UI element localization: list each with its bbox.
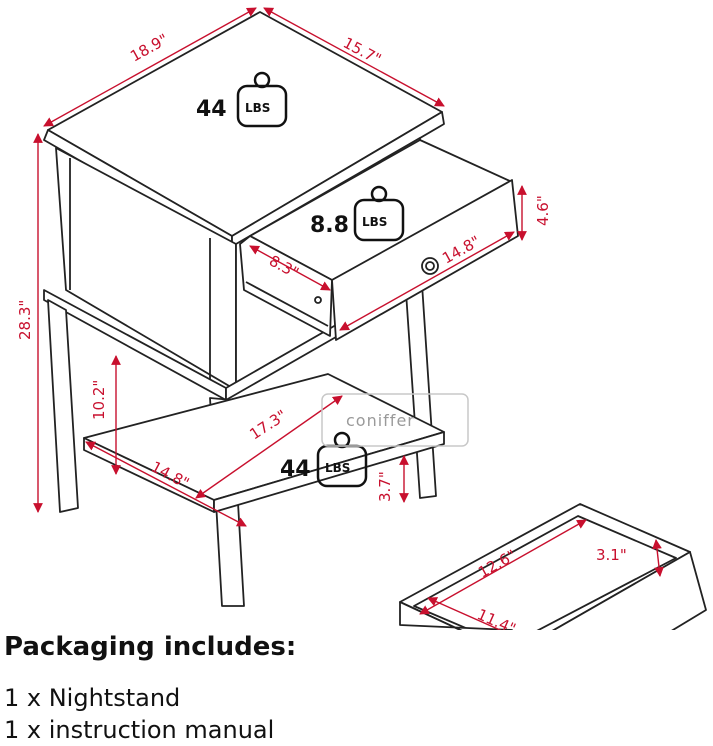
nightstand-drawing: 18.9" 15.7" 28.3" 4.6" 14.8" 8.3" 10.2" …: [16, 7, 707, 630]
weight-top-value: 44: [196, 97, 227, 122]
dim-drawer-front-height: 4.6": [534, 195, 552, 226]
dim-drawer-inner-height: 3.1": [596, 546, 627, 564]
weight-drawer-unit: LBS: [362, 215, 387, 229]
dim-shelf-clearance: 10.2": [90, 380, 108, 420]
dim-line-top-width: [43, 7, 257, 127]
weight-drawer-value: 8.8: [310, 213, 349, 238]
dim-height: 28.3": [16, 300, 34, 340]
dim-leg-clearance: 3.7": [376, 471, 394, 502]
dim-line-shelf-width: [85, 441, 247, 527]
weight-shelf-value: 44: [280, 457, 311, 482]
weight-icon: [236, 71, 288, 128]
packaging-item: 1 x Nightstand: [4, 684, 181, 712]
nightstand-outline: [43, 11, 519, 607]
weight-badge-drawer: 8.8 LBS: [310, 185, 405, 242]
dim-line-drawer-inner-height: [652, 539, 664, 577]
weight-icon: [353, 185, 405, 242]
drawer-outline: [399, 503, 707, 630]
weight-top-unit: LBS: [245, 101, 270, 115]
packaging-item: 1 x instruction manual: [4, 716, 275, 744]
dim-line-drawer-front-width: [339, 231, 515, 331]
weight-shelf-unit: LBS: [325, 461, 350, 475]
weight-badge-top: 44 LBS: [196, 71, 288, 128]
watermark-logo: coniffer: [321, 393, 469, 447]
dim-line-drawer-inner-width: [427, 597, 537, 630]
dim-line-drawer-inner-depth: [249, 245, 331, 291]
watermark-text: coniffer: [346, 411, 415, 430]
packaging-title: Packaging includes:: [4, 632, 297, 662]
dimension-lines: [33, 7, 664, 630]
dim-line-top-depth: [263, 7, 445, 107]
dim-top-width: 18.9": [127, 30, 171, 65]
